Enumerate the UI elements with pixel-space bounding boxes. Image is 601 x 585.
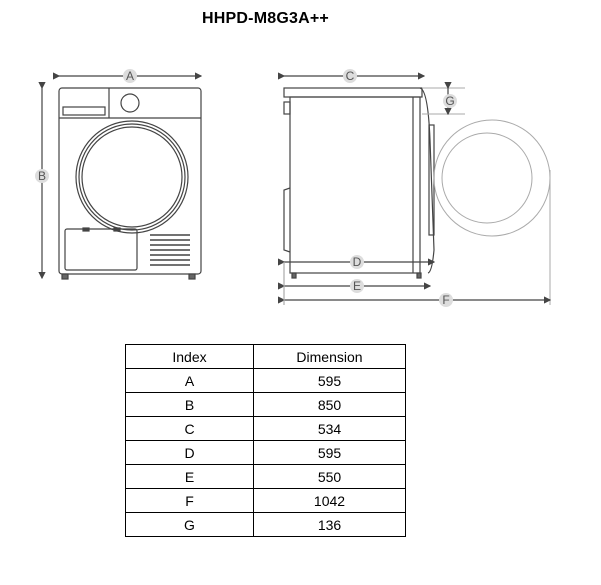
cell-index: C	[125, 416, 254, 441]
svg-text:F: F	[442, 293, 449, 307]
svg-text:C: C	[346, 69, 355, 83]
cell-dimension: 550	[253, 464, 406, 489]
cell-dimension: 595	[253, 440, 406, 465]
svg-text:B: B	[38, 169, 46, 183]
label-d: D	[350, 255, 364, 269]
side-view	[278, 72, 552, 305]
cell-index: B	[125, 392, 254, 417]
cell-index: A	[125, 368, 254, 393]
header-dimension: Dimension	[253, 344, 406, 369]
cell-index: E	[125, 464, 254, 489]
header-index: Index	[125, 344, 254, 369]
model-title: HHPD-M8G3A++	[0, 10, 601, 28]
table-header-row: Index Dimension	[125, 344, 406, 369]
cell-dimension: 850	[253, 392, 406, 417]
label-e: E	[350, 279, 364, 293]
cell-dimension: 1042	[253, 488, 406, 513]
label-b: B	[35, 169, 49, 183]
cell-dimension: 136	[253, 512, 406, 537]
label-f: F	[439, 293, 453, 307]
svg-text:G: G	[445, 94, 454, 108]
svg-text:E: E	[353, 279, 361, 293]
model-title-text: HHPD-M8G3A++	[202, 10, 329, 27]
cell-dimension: 534	[253, 416, 406, 441]
front-view	[38, 72, 203, 280]
label-a: A	[123, 69, 137, 83]
cell-index: G	[125, 512, 254, 537]
cell-index: F	[125, 488, 254, 513]
svg-text:A: A	[126, 69, 134, 83]
cell-index: D	[125, 440, 254, 465]
svg-text:D: D	[353, 255, 362, 269]
label-g: G	[443, 94, 457, 108]
cell-dimension: 595	[253, 368, 406, 393]
dimension-diagram: A B C G D E F	[35, 69, 552, 307]
label-c: C	[343, 69, 357, 83]
